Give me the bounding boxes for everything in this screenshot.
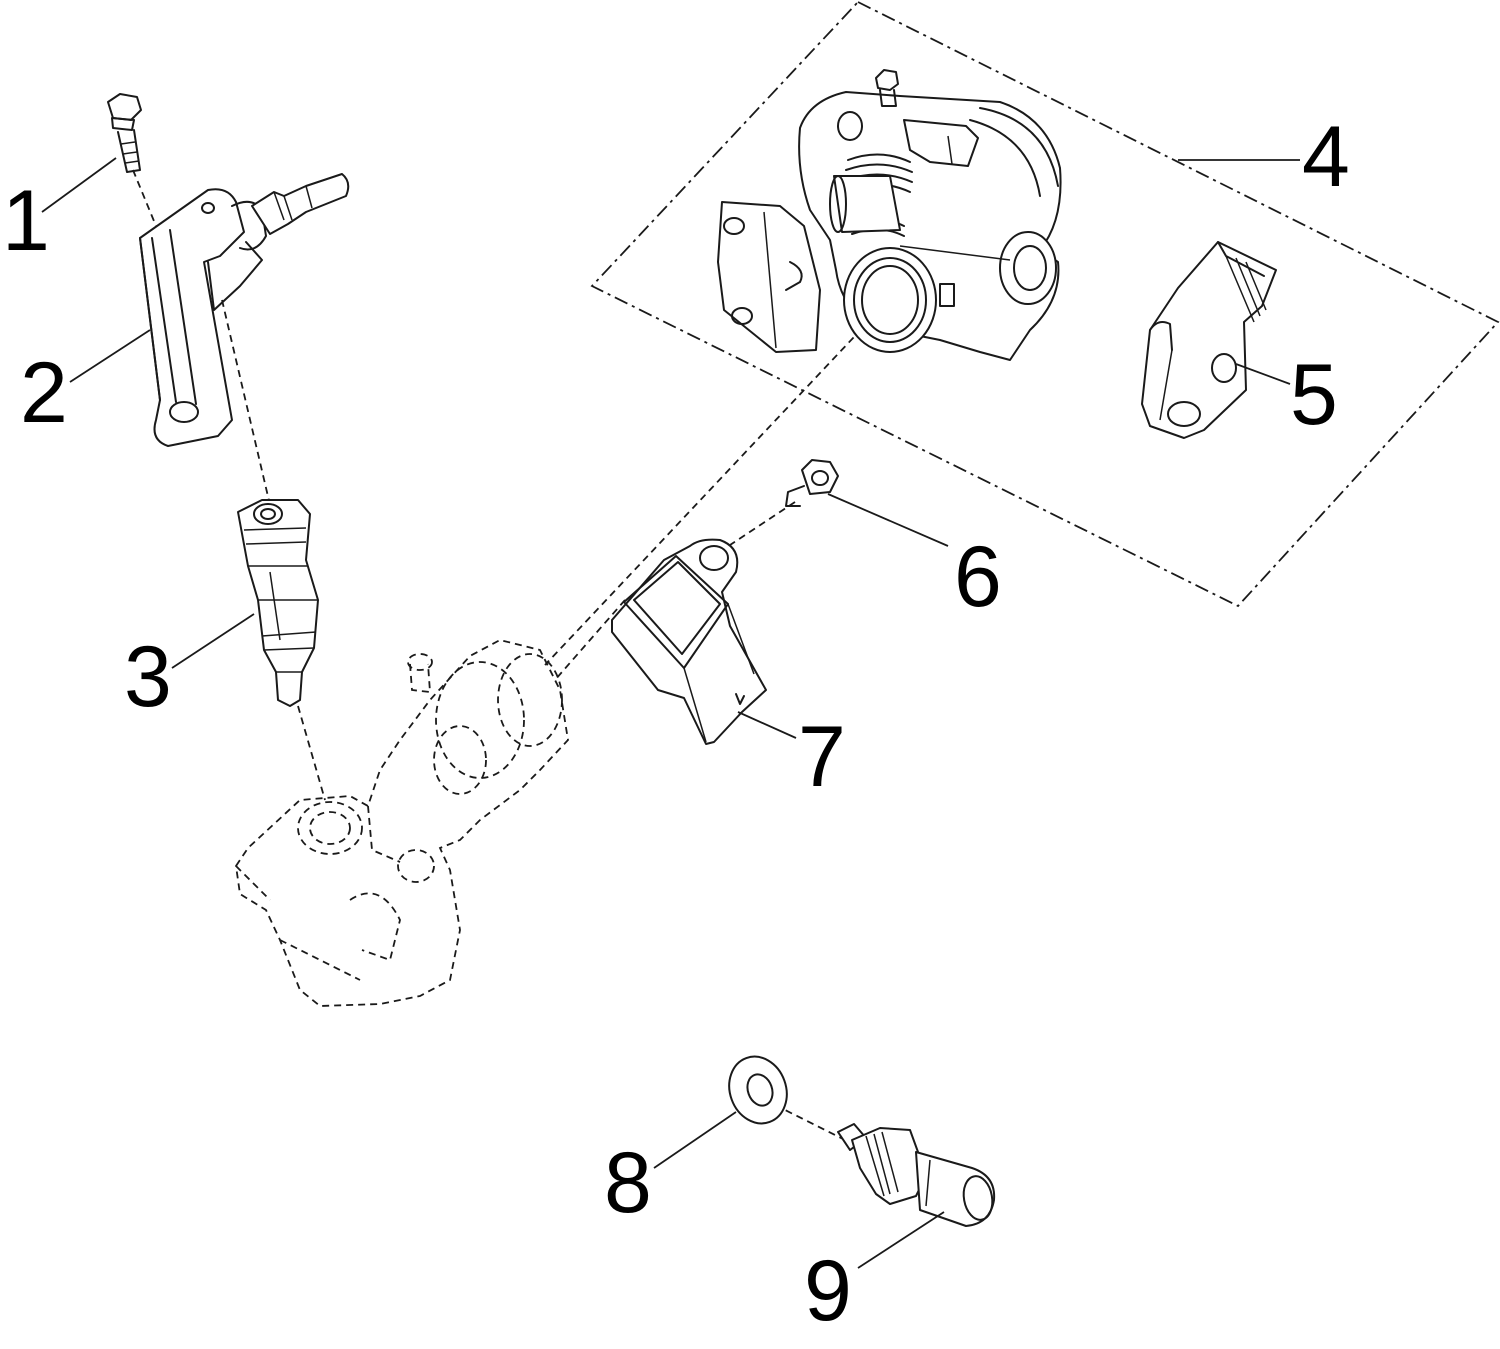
leader-line-1 (41, 157, 117, 213)
part-6-bolt (785, 459, 839, 507)
axis-line-bolt-rail (132, 169, 171, 261)
axis-line-throttle-manifold (544, 319, 871, 666)
part-9-temperature-sensor (837, 1123, 996, 1227)
leader-line-8 (653, 1111, 737, 1169)
axis-line-bolt-sensor (729, 501, 796, 546)
part-3-fuel-injector (237, 499, 319, 707)
part-4-throttle-body (717, 69, 1062, 361)
callout-number-2: 2 (20, 345, 68, 441)
callout-number-9: 9 (804, 1243, 852, 1339)
part-2-fuel-rail (139, 173, 350, 447)
callout-number-7: 7 (798, 709, 846, 805)
assembly-group-outline (590, 0, 1500, 608)
leader-line-7 (737, 711, 797, 739)
callout-number-6: 6 (954, 529, 1002, 625)
part-1-flange-bolt (107, 93, 142, 173)
axis-line-sensor-manifold (554, 599, 626, 681)
axis-line-injector-manifold (297, 705, 326, 801)
callout-number-4: 4 (1302, 109, 1350, 205)
leader-line-3 (171, 613, 255, 669)
leader-line-9 (857, 1211, 945, 1269)
leader-line-6 (827, 493, 949, 547)
callout-number-5: 5 (1290, 347, 1338, 443)
leader-line-2 (69, 329, 151, 383)
part-7-map-sensor (611, 538, 767, 745)
axis-line-washer-sensor (774, 1104, 846, 1141)
intake-manifold (235, 639, 569, 1007)
callout-number-1: 1 (2, 173, 50, 269)
callout-number-8: 8 (604, 1135, 652, 1231)
callout-number-3: 3 (124, 629, 172, 725)
part-5-throttle-position-sensor (1141, 241, 1277, 439)
leader-line-5 (1235, 363, 1291, 385)
part-8-washer (728, 1055, 788, 1125)
